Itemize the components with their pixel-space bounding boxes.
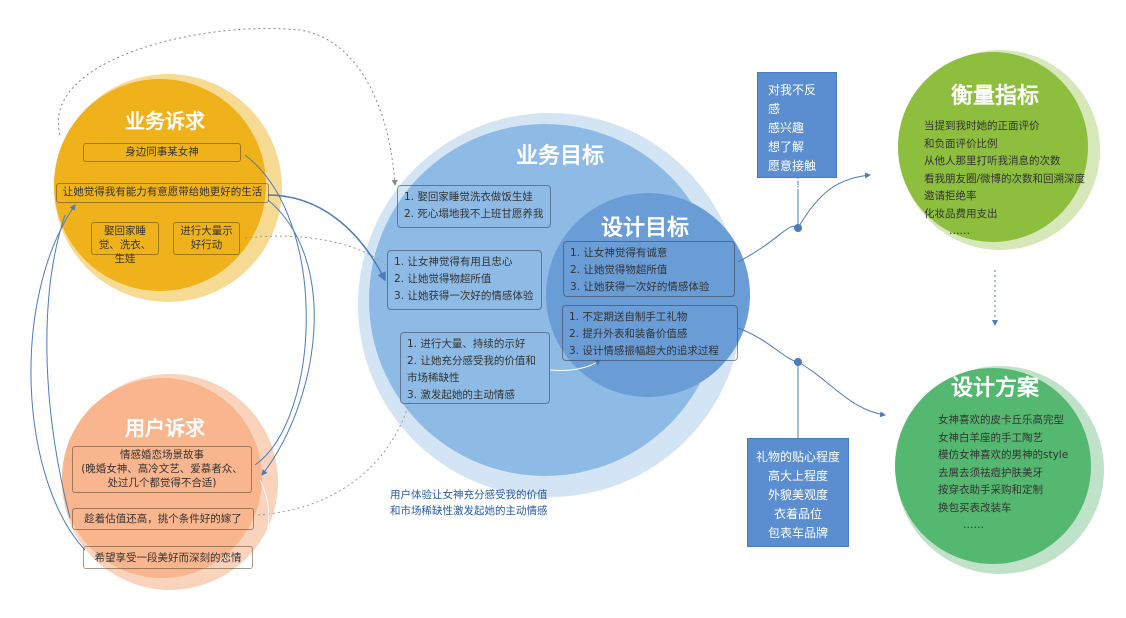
item: 2. 让她觉得物超所值 xyxy=(394,273,492,285)
item: 包表车品牌 xyxy=(767,526,828,540)
business-needs-top: 身边同事某女神 xyxy=(83,143,241,162)
story-title: 情感婚恋场景故事 xyxy=(120,449,204,461)
business-goals-box3: 1. 进行大量、持续的示好 2. 让她充分感受我的价值和市场稀缺性 3. 激发起她的… xyxy=(400,332,550,404)
note-line: 用户体验让女神充分感受我的价值 xyxy=(390,489,548,501)
feeling-box: 对我不反感感兴趣想了解愿意接触皮肤变好 xyxy=(757,72,837,192)
item: 愿意接触 xyxy=(768,159,817,173)
item: 对我不反感 xyxy=(768,83,817,116)
story-detail: (晚婚女神、高冷文艺、爱慕者众、处过几个都觉得不合适) xyxy=(81,463,243,489)
user-needs-title: 用户诉求 xyxy=(125,416,205,440)
design-goals-box2: 1. 不定期送自制手工礼物 2. 提升外表和装备价值感 3. 设计情感振幅超大的追求… xyxy=(562,305,738,361)
item: 礼物的贴心程度 xyxy=(755,450,840,464)
item: 感兴趣 xyxy=(768,121,805,135)
item: 邀请拒绝率 xyxy=(924,190,977,202)
metrics-circle xyxy=(898,52,1088,242)
user-needs-circle xyxy=(62,378,262,578)
item: 当提到我时她的正面评价 xyxy=(924,120,1040,132)
item: 1. 娶回家睡觉洗衣做饭生娃 xyxy=(404,191,533,203)
item: 女神白羊座的手工陶艺 xyxy=(938,431,1043,444)
item: 看我朋友圈/微博的次数和回溯深度 xyxy=(924,172,1086,185)
item: 2. 死心塌地我不上班甘愿养我 xyxy=(404,208,544,220)
item: 2. 提升外表和装备价值感 xyxy=(569,328,688,340)
business-goals-box2: 1. 让女神觉得有用且忠心 2. 让她觉得物超所值 3. 让她获得一次好的情感体验 xyxy=(387,250,542,310)
item: …… xyxy=(963,519,984,531)
item: 2. 让她充分感受我的价值和市场稀缺性 xyxy=(407,355,536,384)
design-goals-circle xyxy=(546,193,750,397)
metrics-title: 衡量指标 xyxy=(950,83,1039,109)
item: 高大上程度 xyxy=(767,469,828,483)
item: 从他人那里打听我消息的次数 xyxy=(924,155,1061,167)
design-goals-title: 设计目标 xyxy=(600,215,689,241)
business-needs-right: 进行大量示好行动 xyxy=(173,222,240,255)
item: 衣着品位 xyxy=(773,507,822,521)
item: 2. 让她觉得物超所值 xyxy=(570,264,668,276)
item: 化妆品费用支出 xyxy=(924,207,998,220)
ux-note: 用户体验让女神充分感受我的价值和市场稀缺性激发起她的主动情感 xyxy=(390,487,548,519)
metrics-list: 当提到我时她的正面评价和负面评价比例从他人那里打听我消息的次数看我朋友圈/微博的… xyxy=(924,118,1085,241)
business-needs-circle xyxy=(54,79,266,291)
item: 皮肤变好 xyxy=(768,178,817,192)
item: 女神喜欢的皮卡丘乐高完型 xyxy=(938,414,1064,426)
item: …… xyxy=(949,225,970,237)
plan-list: 女神喜欢的皮卡丘乐高完型女神白羊座的手工陶艺模仿女神喜欢的男神的style 去屑去… xyxy=(938,412,1068,535)
user-needs-story: 情感婚恋场景故事 (晚婚女神、高冷文艺、爱慕者众、处过几个都觉得不合适) xyxy=(72,446,252,493)
item: 1. 让女神觉得有诚意 xyxy=(570,247,668,259)
note-line: 和市场稀缺性激发起她的主动情感 xyxy=(390,505,548,517)
business-needs-left: 娶回家睡觉、洗衣、生娃 xyxy=(91,222,159,265)
item: 1. 不定期送自制手工礼物 xyxy=(569,311,688,323)
business-goals-title: 业务目标 xyxy=(515,143,604,169)
business-needs-title: 业务诉求 xyxy=(125,109,205,133)
item: 去屑去须祛痘护肤美牙 xyxy=(938,466,1043,479)
business-goals-box1: 1. 娶回家睡觉洗衣做饭生娃 2. 死心塌地我不上班甘愿养我 xyxy=(397,185,551,228)
item: 3. 让她获得一次好的情感体验 xyxy=(570,281,710,293)
user-needs-step3: 希望享受一段美好而深刻的恋情 xyxy=(83,546,253,569)
item: 3. 激发起她的主动情感 xyxy=(407,389,515,401)
item: 外貌美观度 xyxy=(767,488,828,502)
item: 按穿衣助手采购和定制 xyxy=(938,484,1043,496)
item: 3. 设计情感振幅超大的追求过程 xyxy=(569,345,719,357)
item: 模仿女神喜欢的男神的style xyxy=(938,449,1069,461)
item: 1. 进行大量、持续的示好 xyxy=(407,338,526,350)
business-needs-main: 让她觉得我有能力有意愿带给她更好的生活 xyxy=(56,183,269,203)
user-needs-step2: 趁着估值还高，挑个条件好的嫁了 xyxy=(72,508,254,530)
item: 3. 让她获得一次好的情感体验 xyxy=(394,290,534,302)
gift-box: 礼物的贴心程度高大上程度外貌美观度衣着品位包表车品牌 xyxy=(747,438,849,547)
item: 和负面评价比例 xyxy=(924,137,998,150)
item: 换包买表改装车 xyxy=(938,501,1012,514)
plan-title: 设计方案 xyxy=(950,375,1039,401)
item: 想了解 xyxy=(768,140,805,154)
item: 1. 让女神觉得有用且忠心 xyxy=(394,256,513,268)
plan-circle xyxy=(895,368,1091,564)
design-goals-box1: 1. 让女神觉得有诚意 2. 让她觉得物超所值 3. 让她获得一次好的情感体验 xyxy=(563,241,735,297)
